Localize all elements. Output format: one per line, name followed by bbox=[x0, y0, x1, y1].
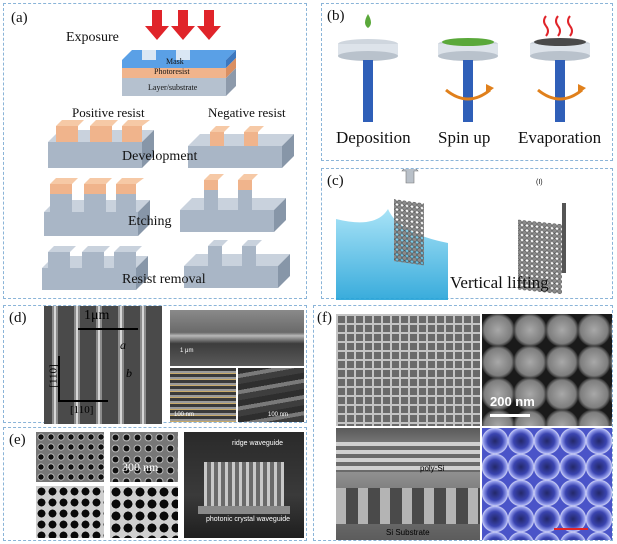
positive-development bbox=[48, 120, 154, 168]
scale-bar bbox=[78, 328, 138, 330]
scale-1um-label: 1μm bbox=[84, 308, 110, 323]
ridge-waveguide-label: ridge waveguide bbox=[232, 440, 283, 447]
woodpile-posts bbox=[336, 488, 480, 524]
exposure-arrows bbox=[145, 10, 221, 40]
photonic-waveguide-label: photonic crystal waveguide bbox=[206, 516, 291, 523]
exposure-arrow bbox=[197, 10, 221, 40]
development-label: Development bbox=[122, 149, 198, 164]
panel-a-label: (a) bbox=[11, 10, 28, 26]
vertical-lifting-label: Vertical lifting bbox=[450, 273, 549, 292]
substrate-label: Layer/substrate bbox=[148, 83, 198, 92]
positive-etching bbox=[44, 178, 150, 236]
scale-100nm-1: 100 nm bbox=[174, 412, 195, 418]
woodpile-image: poly-Si Si Substrate bbox=[336, 428, 480, 540]
spin-coating-diagram bbox=[338, 14, 590, 122]
vertical-lifting-diagram bbox=[336, 169, 566, 300]
woodpile-rows bbox=[336, 442, 480, 472]
grid-pattern-image bbox=[336, 314, 480, 426]
sem-cross-section-image: 1 μm bbox=[170, 310, 304, 366]
hole-array-3 bbox=[36, 486, 104, 538]
axis-vertical-label: [110] bbox=[47, 364, 60, 388]
panel-e: (e) 300 nm ridge waveguide photonic crys… bbox=[3, 427, 307, 541]
sphere-array-image: 200 nm bbox=[482, 314, 612, 426]
exposure-stack bbox=[122, 50, 236, 96]
panel-d-label: (d) bbox=[9, 310, 27, 326]
sem-stripes-image: 1μm a b [110] [110] bbox=[44, 306, 162, 424]
positive-resist-label: Positive resist bbox=[72, 105, 145, 120]
positive-removal bbox=[42, 246, 148, 290]
lithography-diagram bbox=[42, 10, 294, 290]
hole-array-2: 300 nm bbox=[110, 432, 178, 482]
panel-e-label: (e) bbox=[9, 432, 26, 448]
drop-icon bbox=[365, 14, 371, 28]
scale-1um-small: 1 μm bbox=[180, 348, 194, 354]
panel-b: (b) Deposition Spin up Evaporation bbox=[321, 3, 613, 161]
sem-wavy-image: 100 nm bbox=[238, 368, 304, 422]
photoresist-label: Photoresist bbox=[154, 67, 190, 76]
axis-horizontal bbox=[58, 400, 108, 402]
exposure-arrow bbox=[145, 10, 169, 40]
exposure-label: Exposure bbox=[66, 30, 119, 45]
a-label: a bbox=[120, 338, 126, 352]
negative-etching bbox=[180, 174, 286, 232]
poly-si-label: poly-Si bbox=[420, 464, 445, 473]
negative-development bbox=[188, 126, 294, 168]
panel-f-label: (f) bbox=[317, 310, 332, 326]
negative-removal bbox=[184, 240, 290, 288]
deposition-label: Deposition bbox=[336, 128, 411, 147]
resist-removal-label: Resist removal bbox=[122, 272, 206, 287]
mask-label: Mask bbox=[166, 57, 184, 66]
panel-f: (f) 200 nm poly-Si Si Substrate bbox=[313, 305, 613, 541]
scale-100nm-2: 100 nm bbox=[268, 412, 289, 418]
waveguide-base bbox=[198, 506, 290, 514]
small-label: (I) bbox=[536, 179, 543, 186]
negative-resist-label: Negative resist bbox=[208, 105, 286, 120]
hole-array-1 bbox=[36, 432, 104, 482]
b-label: b bbox=[126, 366, 132, 380]
blue-porous-image bbox=[482, 428, 612, 540]
hole-array-4 bbox=[110, 486, 178, 538]
scale-300nm-label: 300 nm bbox=[122, 460, 159, 474]
etching-label: Etching bbox=[128, 214, 172, 229]
axis-horizontal-label: [110] bbox=[70, 404, 94, 416]
panel-c-label: (c) bbox=[327, 173, 344, 189]
panel-c: (c) (I) Vertical lifting bbox=[321, 168, 613, 300]
si-substrate-label: Si Substrate bbox=[386, 528, 430, 537]
panel-d: (d) 1μm a b [110] [110] 1 μm 100 nm 100 … bbox=[3, 305, 307, 424]
scale-bar-200nm bbox=[490, 414, 530, 417]
waveguide-image: ridge waveguide photonic crystal wavegui… bbox=[184, 432, 304, 538]
axis-vertical bbox=[58, 356, 60, 400]
panel-a: (a) Exposure bbox=[3, 3, 307, 299]
sem-layers-image: 100 nm bbox=[170, 368, 236, 422]
evaporation-label: Evaporation bbox=[518, 128, 602, 147]
red-scale-bar bbox=[554, 528, 588, 530]
spin-up-label: Spin up bbox=[438, 128, 491, 147]
scale-200nm-label: 200 nm bbox=[490, 394, 535, 409]
exposure-arrow bbox=[171, 10, 195, 40]
panel-b-label: (b) bbox=[327, 8, 345, 24]
waveguide-fins bbox=[204, 462, 284, 506]
